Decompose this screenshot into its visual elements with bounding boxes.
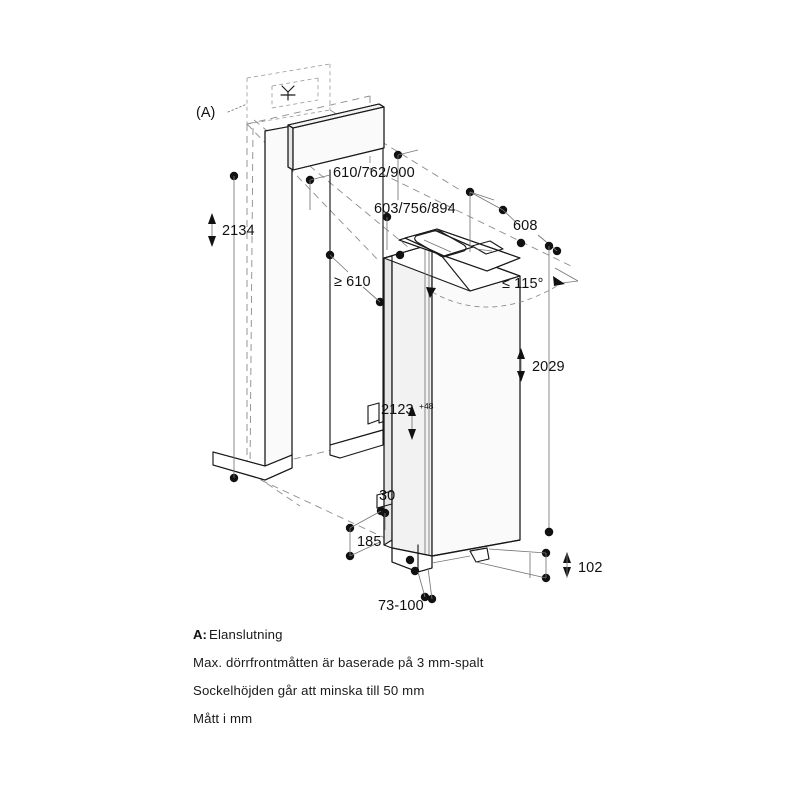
dimension-door-angle: ≤ 115° xyxy=(502,276,544,292)
dimension-label-niche-height: 2134 xyxy=(222,223,255,239)
dimension-label-door-front-widths: 610/762/900 xyxy=(333,165,415,181)
dimension-73-100: 73-100 xyxy=(378,566,437,614)
top-cabinet-panel xyxy=(287,103,385,171)
electrical-connection-marker: (A) xyxy=(196,85,296,121)
dimension-102: 102 xyxy=(475,527,603,583)
note-2-text: Sockelhöjden går att minska till 50 mm xyxy=(193,683,424,698)
marker-label-a: (A) xyxy=(196,105,215,121)
dimension-label-niche-widths: 603/756/894 xyxy=(374,201,456,217)
niche-inner-structure xyxy=(329,147,393,459)
dimension-label-appliance-depth: 608 xyxy=(513,218,538,234)
dimension-label-door-angle: ≤ 115° xyxy=(502,276,544,292)
dimension-label-plinth-depth: 73-100 xyxy=(378,598,424,614)
note-3-text: Mått i mm xyxy=(193,711,252,726)
dimension-label-plinth-height: 102 xyxy=(578,560,603,576)
dimension-2123: 2123 +48 xyxy=(381,401,434,440)
note-1-text: Max. dörrfrontmåtten är baserade på 3 mm… xyxy=(193,655,484,670)
note-0-prefix: A: xyxy=(193,628,207,642)
niche-side-panel xyxy=(212,125,293,481)
dimension-label-niche-depth: ≥ 610 xyxy=(334,274,371,290)
reference-points xyxy=(395,238,526,565)
dimension-label-top-gap: 30 xyxy=(379,488,395,504)
dimension-label-plinth-recess: 185 xyxy=(357,534,382,550)
notes-block: A: Elanslutning Max. dörrfrontmåtten är … xyxy=(193,627,613,743)
refrigerator-body xyxy=(376,228,521,573)
notes-svg: A: Elanslutning Max. dörrfrontmåtten är … xyxy=(193,627,484,726)
dimension-label-appliance-height: 2029 xyxy=(532,359,565,375)
dimension-niche-depth: ≥ 610 xyxy=(325,250,385,307)
dimension-door-front-widths: 610/762/900 xyxy=(305,149,419,210)
dimension-label-total-height: 2123 xyxy=(381,402,414,418)
dimension-2134: 2134 xyxy=(208,171,255,483)
dimension-2029: 2029 xyxy=(517,241,565,537)
power-outlet-icon xyxy=(280,85,296,101)
door-swing-arc xyxy=(426,267,579,308)
note-0-text: Elanslutning xyxy=(209,628,283,642)
dimension-label-total-height-tolerance: +48 xyxy=(419,401,434,411)
dimension-185: 185 xyxy=(345,510,382,561)
